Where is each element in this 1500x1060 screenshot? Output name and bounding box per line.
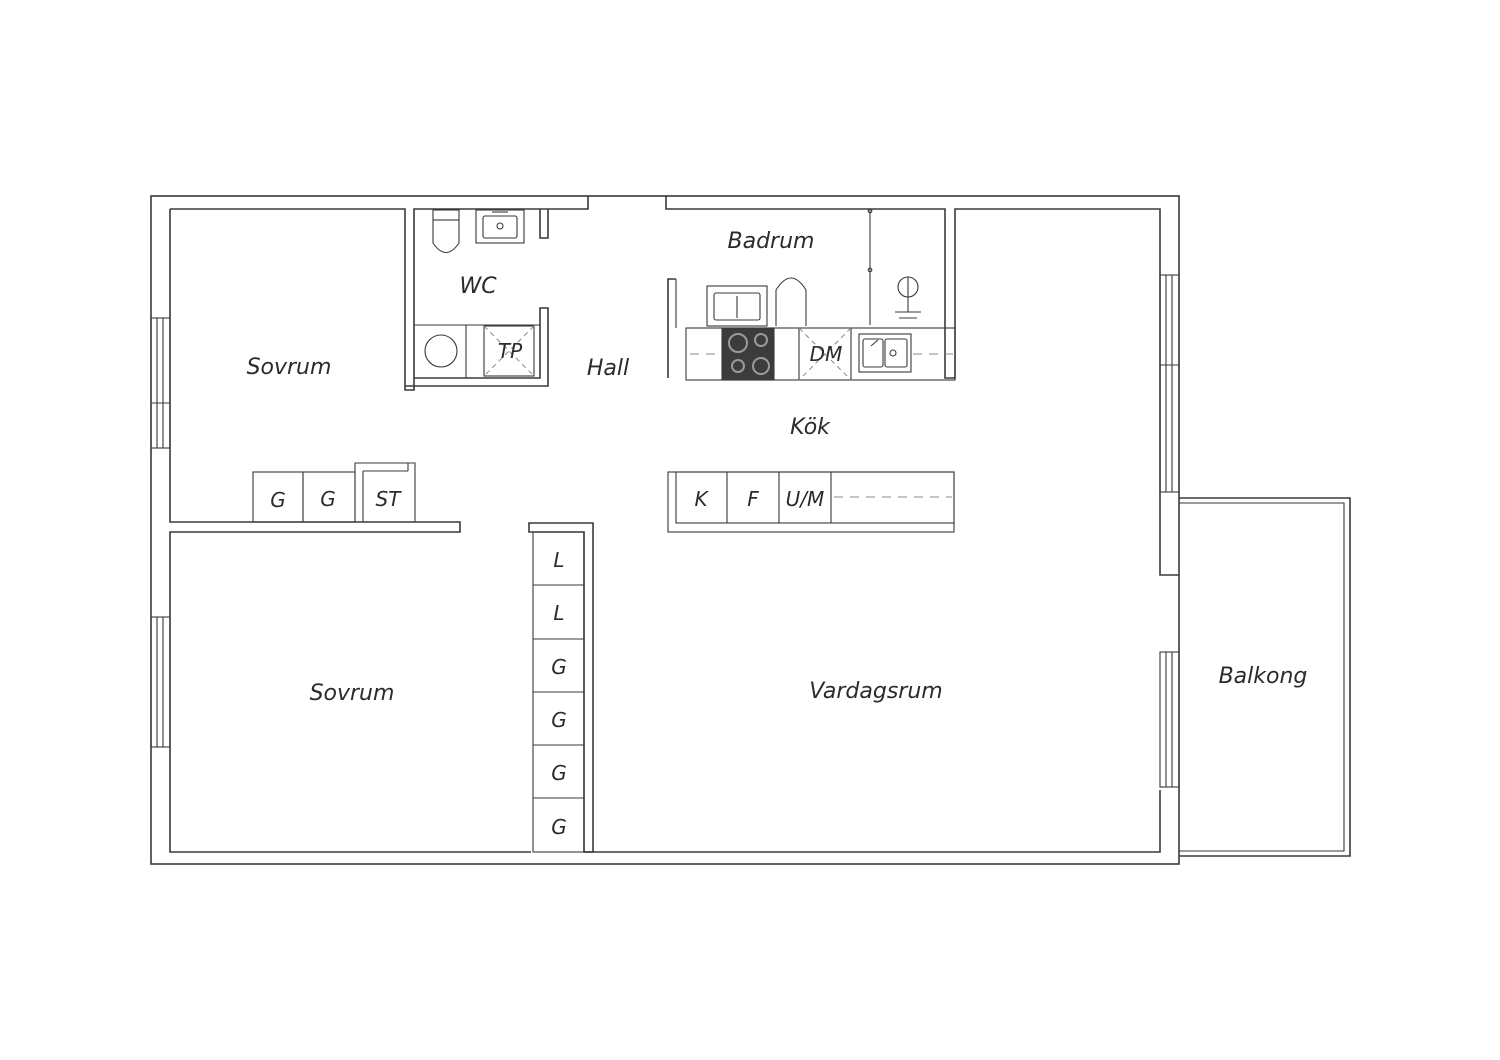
room-label-hall: Hall — [587, 356, 629, 381]
room-label-living-room: Vardagsrum — [809, 679, 942, 704]
fixture-label-freezer: F — [747, 487, 759, 511]
fixture-label-hall-wardrobe-4: G — [551, 815, 567, 839]
room-label-kitchen: Kök — [790, 415, 831, 440]
dishwasher-icon — [798, 327, 852, 381]
bathroom-sink-icon — [706, 285, 768, 327]
sink-icon — [475, 209, 525, 244]
bathroom-room — [667, 208, 873, 378]
dryer-icon — [483, 325, 535, 377]
fixture-label-linen-2: L — [553, 601, 564, 625]
balcony-outline — [1179, 497, 1351, 857]
fixture-label-fridge: K — [694, 487, 709, 511]
fixture-label-dryer: TP — [498, 339, 523, 363]
hall-wardrobe-column — [528, 522, 594, 853]
bedroom-wardrobes — [252, 462, 416, 523]
fixture-label-hall-wardrobe-2: G — [551, 708, 567, 732]
wc-room — [405, 209, 549, 387]
room-label-bedroom-lower: Sovrum — [310, 681, 395, 706]
shower-icon — [895, 276, 921, 319]
room-label-bedroom-upper: Sovrum — [247, 355, 332, 380]
kitchen-counter-lower — [667, 471, 955, 533]
washing-machine-icon — [424, 334, 458, 368]
kitchen-sink-icon — [858, 333, 912, 373]
bathroom-toilet-icon — [775, 277, 807, 326]
fixture-label-wardrobe-1: G — [270, 488, 286, 512]
fixture-label-hall-wardrobe-3: G — [551, 761, 567, 785]
toilet-icon — [432, 209, 460, 254]
fixture-label-dishwasher: DM — [810, 342, 843, 366]
stove-icon — [721, 327, 775, 381]
kitchen-counter-upper — [685, 327, 956, 381]
fixture-label-hall-wardrobe-1: G — [551, 655, 567, 679]
outer-walls — [150, 195, 1180, 865]
fixture-label-oven-microwave: U/M — [786, 487, 825, 511]
room-label-wc: WC — [459, 274, 497, 299]
fixture-label-linen-1: L — [553, 548, 564, 572]
fixture-label-wardrobe-2: G — [320, 487, 336, 511]
windows — [150, 274, 1180, 788]
room-label-bathroom: Badrum — [728, 229, 815, 254]
fixture-label-storage: ST — [376, 487, 403, 511]
room-label-balcony: Balkong — [1219, 664, 1308, 689]
